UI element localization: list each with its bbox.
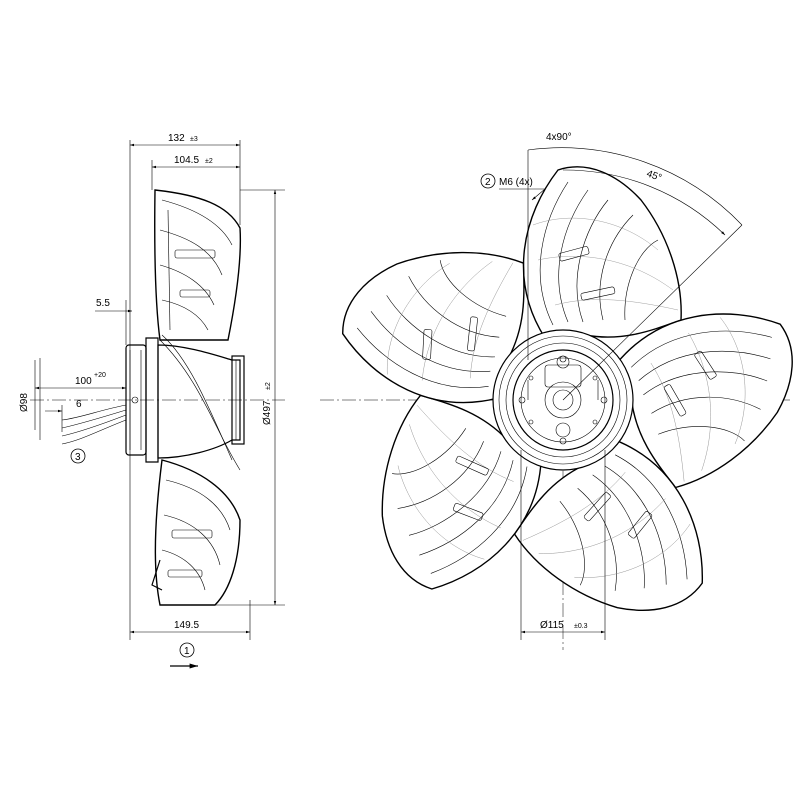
angle-arc-4x90 xyxy=(527,147,743,226)
dim-100-tol: +20 xyxy=(94,372,106,379)
terminal-box xyxy=(544,364,582,388)
stator-plate xyxy=(512,349,614,451)
dim-6-value: 6 xyxy=(76,399,82,410)
dim-d497-value: Ø497 xyxy=(262,400,273,425)
dim-132-value: 132 xyxy=(168,133,185,144)
dim-149-5-value: 149.5 xyxy=(174,620,199,631)
dim-d497-tol: ±2 xyxy=(265,382,272,390)
angle-45-label: 45° xyxy=(645,168,663,184)
callout-3-label: 3 xyxy=(75,452,81,463)
callout-2-circle xyxy=(480,173,496,189)
blade-1 xyxy=(522,166,682,339)
side-rotor-ring xyxy=(231,355,245,445)
side-stator-housing xyxy=(125,344,147,456)
side-view: 132 ±3 104.5 ±2 5.5 100 +20 6 Ø98 Ø497 ±… xyxy=(19,133,285,669)
side-blade-lower xyxy=(154,459,241,606)
dim-5-5-value: 5.5 xyxy=(96,298,110,309)
dim-d115-value: Ø115 xyxy=(540,620,564,631)
callout-1-circle xyxy=(179,642,195,658)
callout-3-circle xyxy=(70,448,86,464)
angle-arc-45 xyxy=(562,169,726,236)
front-view: 4x90° 45° 2 M6 (4x) Ø115 ±0.3 xyxy=(320,132,800,659)
dim-d115-tol: ±0.3 xyxy=(574,623,588,630)
callout-2-label: 2 xyxy=(485,177,491,188)
dim-104-5-value: 104.5 xyxy=(174,155,199,166)
thread-m6-label: M6 (4x) xyxy=(499,177,533,188)
dim-132-tol: ±3 xyxy=(190,136,198,143)
angle-4x90-label: 4x90° xyxy=(546,132,572,143)
side-cable-bundle xyxy=(61,404,127,445)
hub-bore xyxy=(544,381,582,419)
callout-1-label: 1 xyxy=(184,646,190,657)
dim-104-5-tol: ±2 xyxy=(205,158,213,165)
side-blade-upper xyxy=(154,189,242,341)
dim-100-value: 100 xyxy=(75,376,92,387)
dim-d98-value: Ø98 xyxy=(19,393,30,412)
side-rotor xyxy=(157,344,241,459)
vent-grille xyxy=(555,422,571,438)
